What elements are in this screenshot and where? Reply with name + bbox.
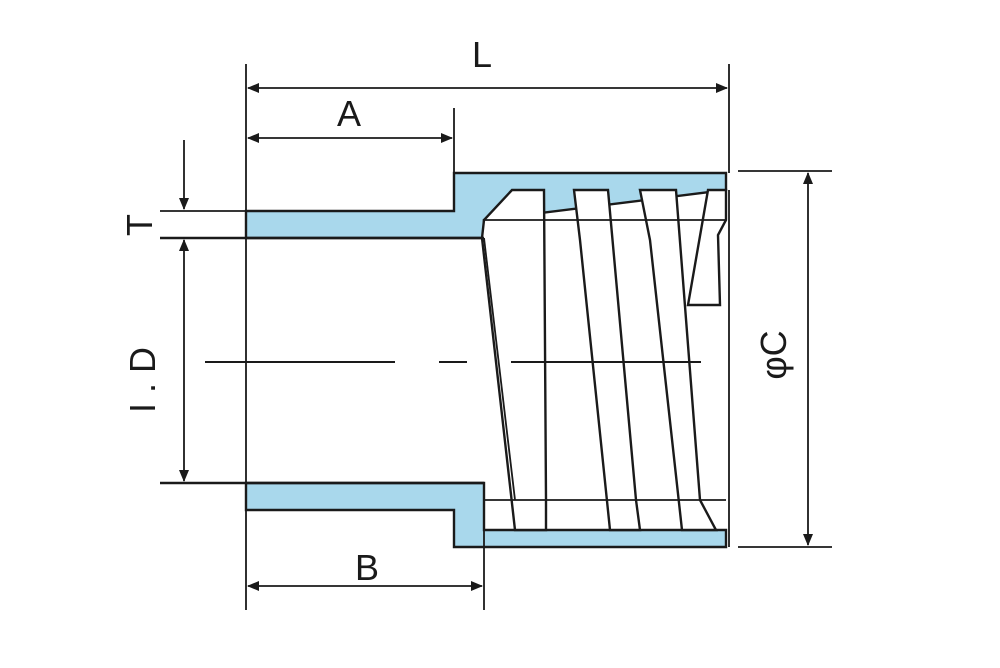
thread-coil-3 — [638, 188, 718, 532]
bottom-wall-section — [244, 481, 728, 549]
label-l: L — [472, 34, 492, 75]
label-a: A — [337, 93, 361, 134]
thread-coils — [480, 188, 728, 532]
thread-coil-1 — [480, 188, 548, 532]
thread-coil-4 — [686, 188, 728, 307]
label-c: φC — [753, 330, 794, 379]
label-t: T — [119, 214, 160, 236]
label-id: I . D — [122, 347, 163, 413]
label-b: B — [355, 547, 379, 588]
thread-coil-2 — [572, 188, 642, 532]
thread-edge-front — [483, 237, 516, 501]
